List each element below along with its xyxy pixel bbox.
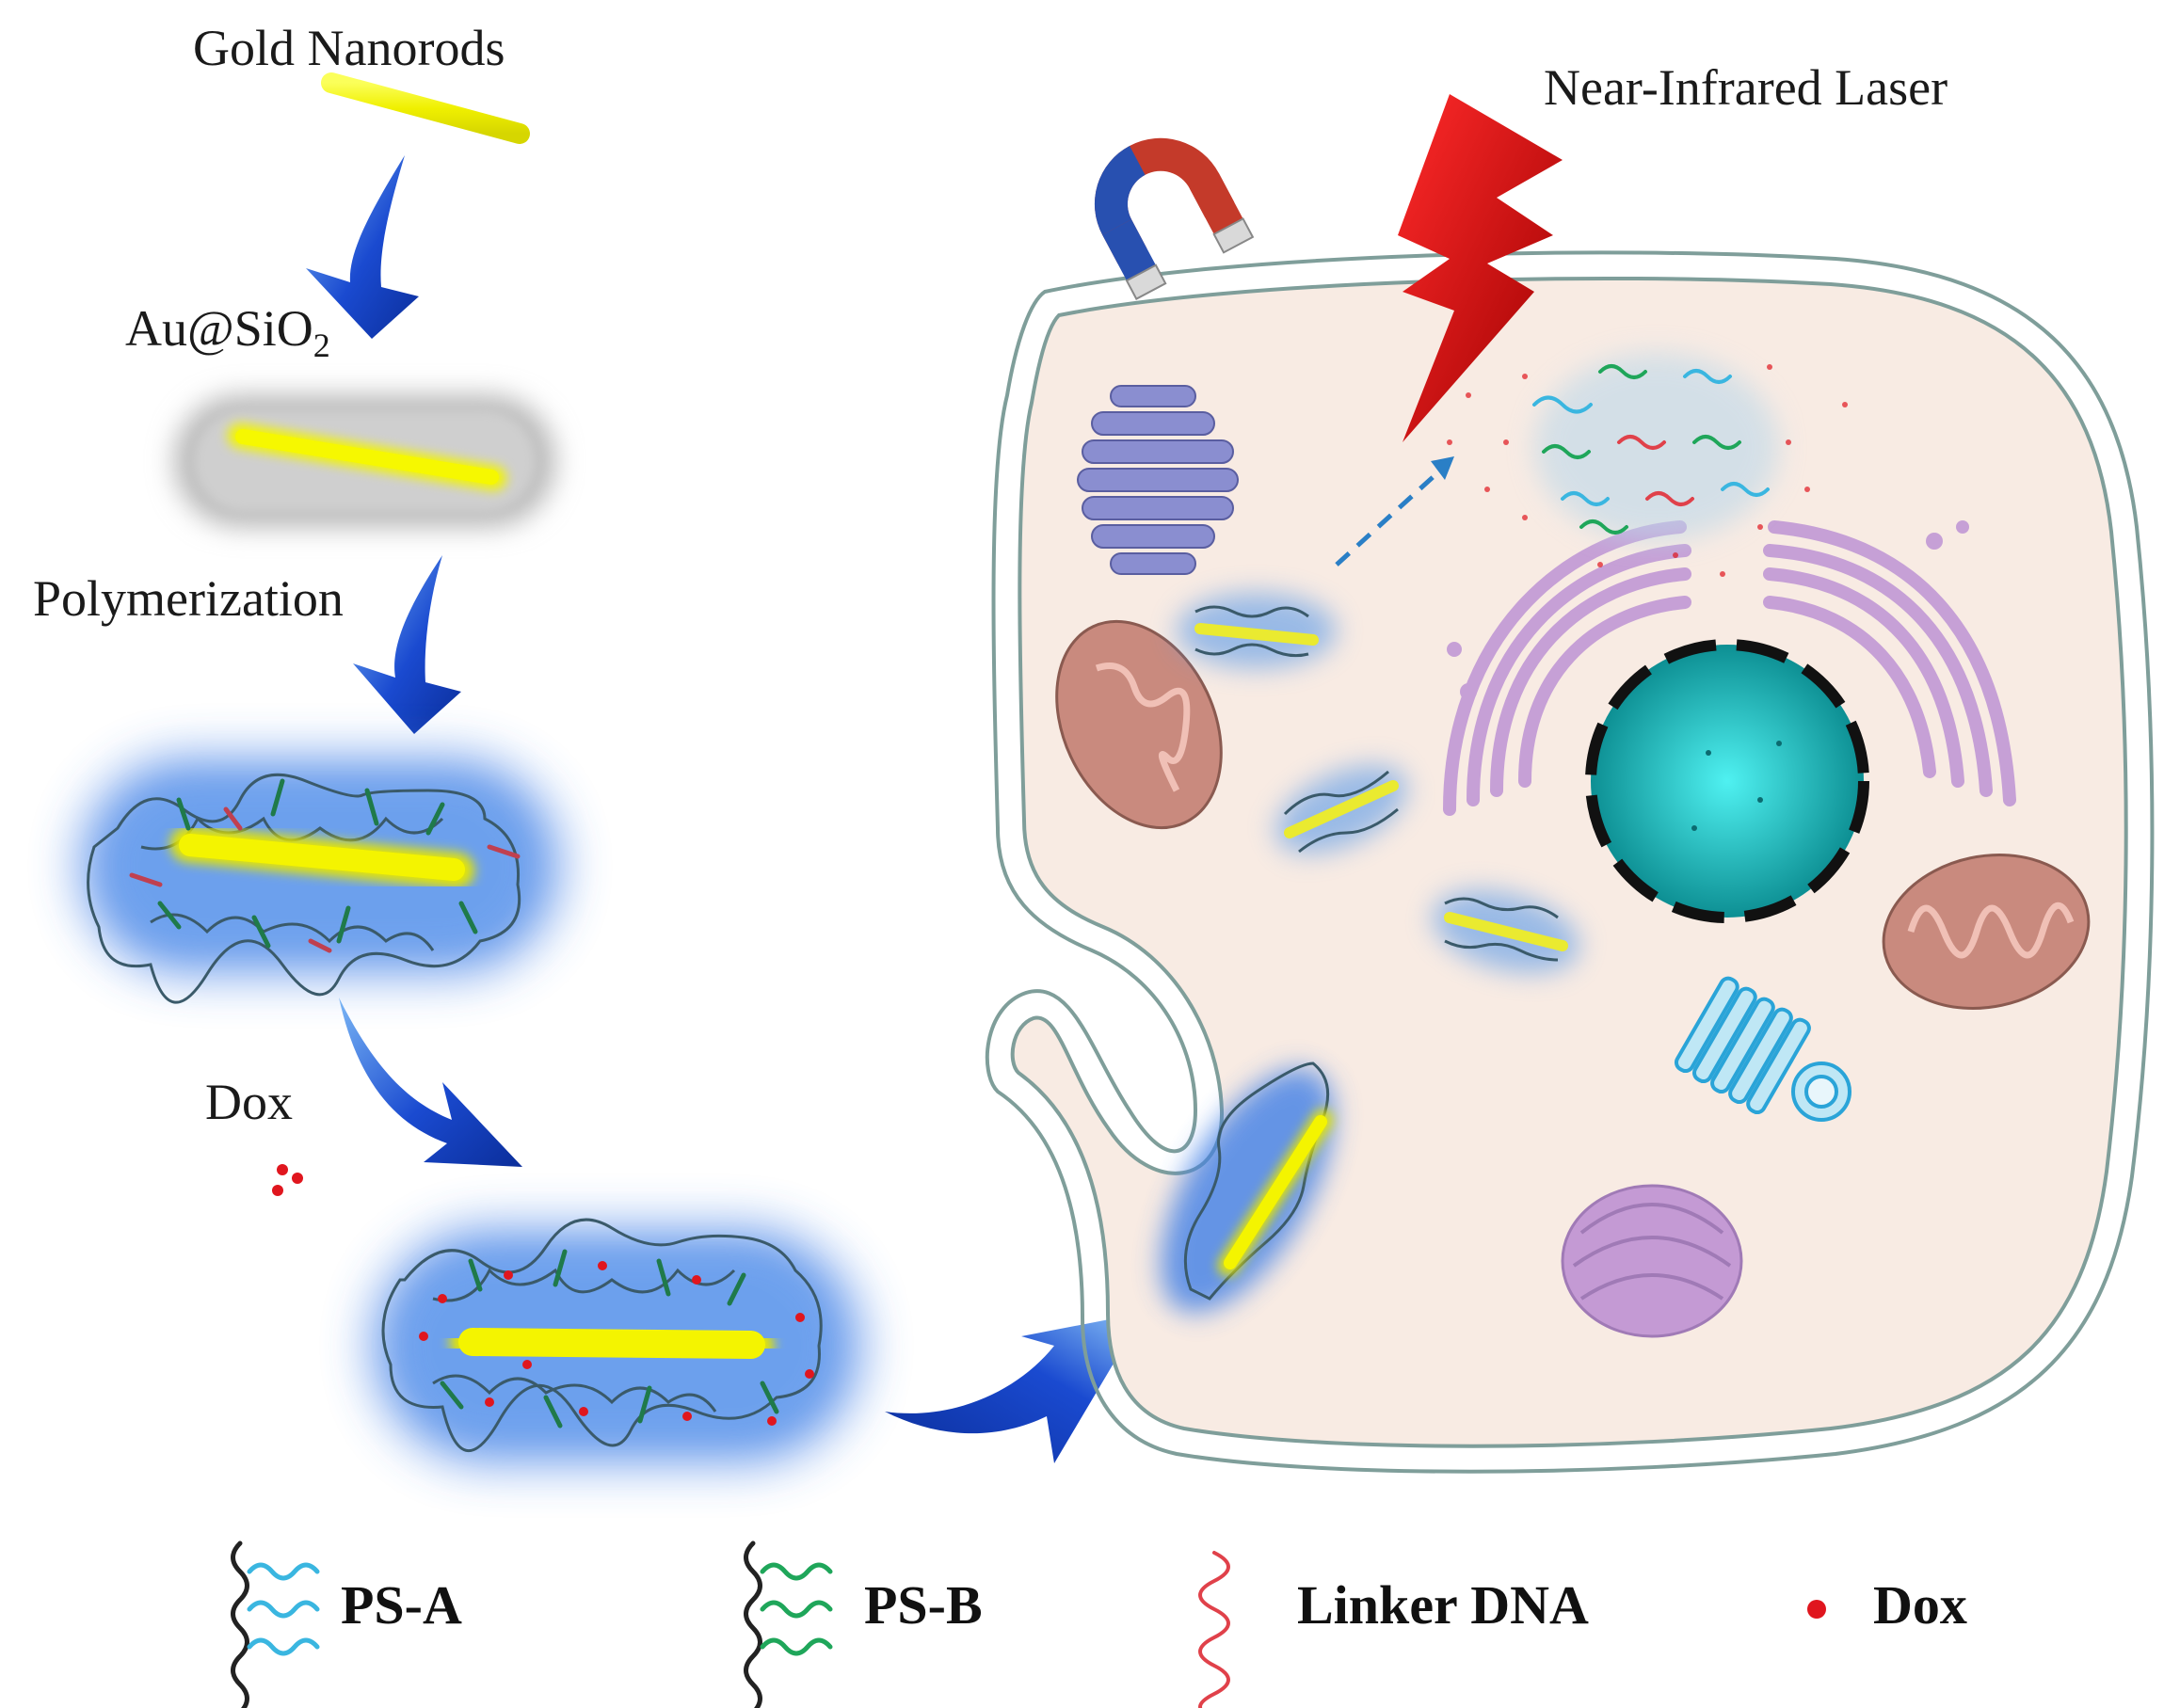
nucleus — [1585, 639, 1869, 923]
legend-ps-a-label: PS-A — [341, 1574, 462, 1636]
entering-nanorod — [1161, 1062, 1334, 1313]
dox-loaded-nanorod — [372, 1218, 861, 1463]
step-arrow-4 — [885, 1313, 1144, 1463]
centriole — [1674, 976, 1851, 1122]
cell-membrane-outer — [985, 250, 2155, 1474]
step-arrow-3 — [339, 998, 522, 1167]
golgi-stack — [1077, 385, 1239, 575]
au-sio2-nanorod — [174, 395, 555, 527]
step-arrow-1 — [306, 155, 419, 339]
legend-dox-label: Dox — [1873, 1574, 1967, 1636]
internalized-nanorod-1 — [1177, 593, 1337, 668]
released-polymer-cloud — [1447, 353, 1848, 577]
endoplasmic-reticulum — [1443, 520, 2016, 816]
mitochondrion-right — [1882, 853, 2091, 1011]
legend-dox-icon — [1807, 1600, 1826, 1619]
vesicle-bottom — [1561, 1184, 1743, 1338]
polymer-coated-nanorod — [80, 758, 560, 1004]
internalized-nanorod-2 — [1275, 765, 1407, 854]
laser-bolt-icon — [1398, 94, 1563, 442]
release-dashed-arrow — [1335, 456, 1454, 567]
label-polymerization: Polymerization — [33, 570, 344, 627]
er-vesicles — [1447, 520, 1969, 700]
label-dox-step: Dox — [205, 1074, 293, 1130]
legend-ps-b-icon — [744, 1540, 833, 1708]
legend-ps-a-icon — [231, 1540, 320, 1708]
magnet-icon — [1094, 137, 1255, 300]
legend-linker-dna-icon — [1198, 1551, 1230, 1708]
label-au-sio2-main: Au@SiO — [125, 300, 313, 357]
label-near-infrared-laser: Near-Infrared Laser — [1544, 59, 1948, 116]
label-au-sio2: Au@SiO2 — [125, 299, 330, 365]
mitochondrion-left — [1055, 619, 1223, 830]
legend-linker-dna-label: Linker DNA — [1297, 1574, 1589, 1636]
label-au-sio2-sub: 2 — [313, 326, 330, 364]
dox-dots — [272, 1164, 303, 1196]
gold-nanorod — [321, 72, 530, 144]
legend-ps-b-label: PS-B — [864, 1574, 983, 1636]
step-arrow-2 — [353, 555, 461, 734]
internalized-nanorod-3 — [1433, 890, 1579, 973]
label-gold-nanorods: Gold Nanorods — [193, 20, 505, 76]
